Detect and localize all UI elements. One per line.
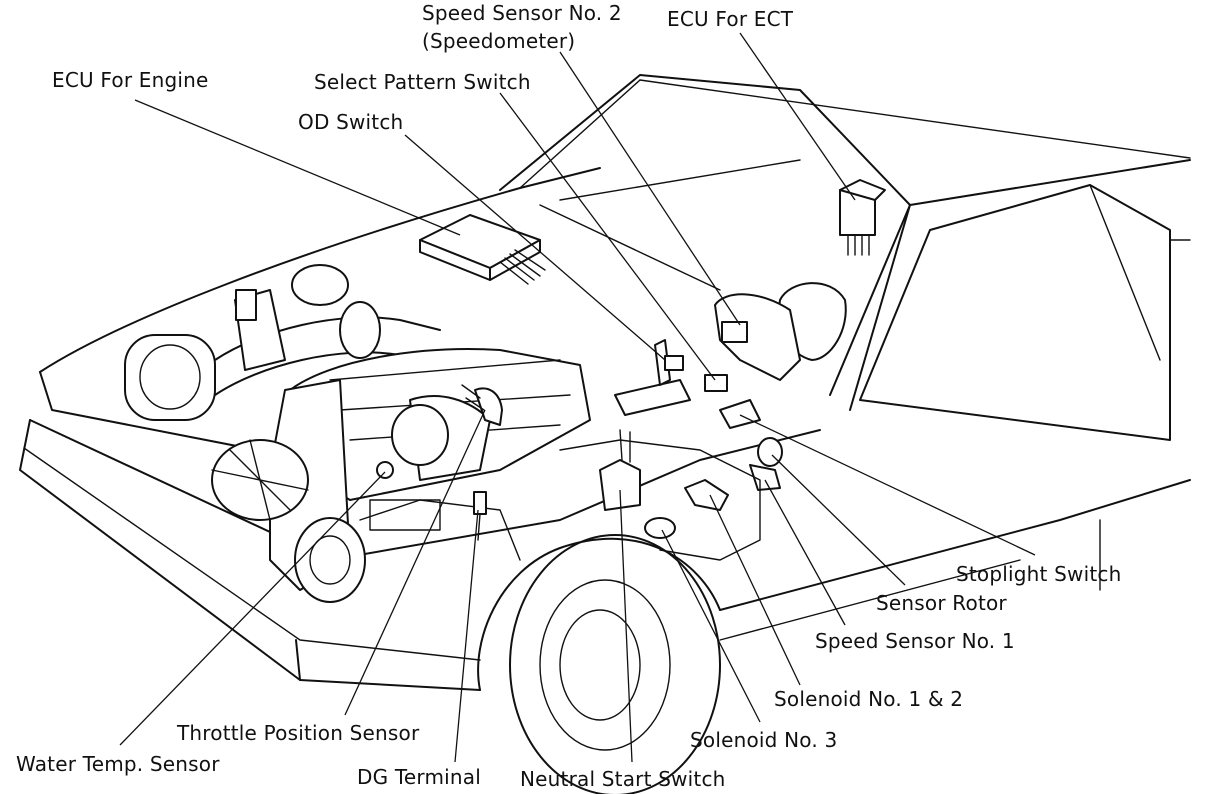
car-body xyxy=(19,74,1191,794)
front-bumper xyxy=(19,419,481,691)
leader-od-switch xyxy=(404,134,666,361)
leader-lines xyxy=(119,32,1036,763)
leader-ecu-ect xyxy=(739,32,856,201)
label-sensor-rotor: Sensor Rotor xyxy=(876,591,1007,615)
ecu-engine-unit xyxy=(419,214,546,285)
water-temp-sensor-unit xyxy=(376,461,394,479)
leader-water-temp xyxy=(119,471,386,746)
label-neutral-start-switch: Neutral Start Switch xyxy=(520,767,726,791)
front-wheel xyxy=(509,534,721,794)
side-window xyxy=(859,184,1171,441)
speed-sensor-1-unit xyxy=(749,464,781,491)
label-throttle-position-sensor: Throttle Position Sensor xyxy=(177,721,420,745)
label-speed-sensor-2: Speed Sensor No. 2 xyxy=(422,1,622,25)
select-pattern-switch-unit xyxy=(704,374,728,392)
label-dg-terminal: DG Terminal xyxy=(357,765,481,789)
dg-terminal-unit xyxy=(473,491,487,515)
stoplight-switch-unit xyxy=(719,399,761,429)
leader-sensor-rotor xyxy=(771,454,906,586)
leader-throttle-position xyxy=(344,409,486,716)
od-switch-unit xyxy=(614,339,691,416)
label-select-pattern-switch: Select Pattern Switch xyxy=(314,70,531,94)
neutral-start-switch-unit xyxy=(599,429,641,511)
label-water-temp-sensor: Water Temp. Sensor xyxy=(16,752,220,776)
leader-select-pattern xyxy=(499,92,716,381)
label-solenoid-3: Solenoid No. 3 xyxy=(690,728,838,752)
throttle-position-sensor-unit xyxy=(461,384,503,426)
leader-solenoid-1-2 xyxy=(709,494,801,686)
windshield xyxy=(499,74,911,396)
engine-assembly xyxy=(124,264,591,603)
ecu-ect-unit xyxy=(839,179,886,256)
solenoid-3-unit xyxy=(644,517,676,539)
label-ecu-ect: ECU For ECT xyxy=(667,7,794,31)
label-solenoid-1-2: Solenoid No. 1 & 2 xyxy=(774,687,964,711)
solenoid-1-2-unit xyxy=(684,479,729,511)
hood-outline xyxy=(39,167,601,373)
air-cleaner xyxy=(124,334,216,421)
leader-ecu-engine xyxy=(134,99,461,236)
leader-solenoid-3 xyxy=(661,529,761,723)
radiator-fan xyxy=(211,439,309,521)
leader-neutral-start xyxy=(619,489,633,763)
leader-dg-terminal xyxy=(454,509,479,763)
leader-speed-sensor-1 xyxy=(764,479,846,626)
label-ecu-engine: ECU For Engine xyxy=(52,68,209,92)
label-stoplight-switch: Stoplight Switch xyxy=(956,562,1122,586)
label-speed-sensor-1: Speed Sensor No. 1 xyxy=(815,629,1015,653)
leader-speed-sensor-2 xyxy=(559,51,741,326)
label-speed-sensor-2-sub: (Speedometer) xyxy=(422,29,576,53)
label-od-switch: OD Switch xyxy=(298,110,404,134)
leader-stoplight xyxy=(739,414,1036,556)
